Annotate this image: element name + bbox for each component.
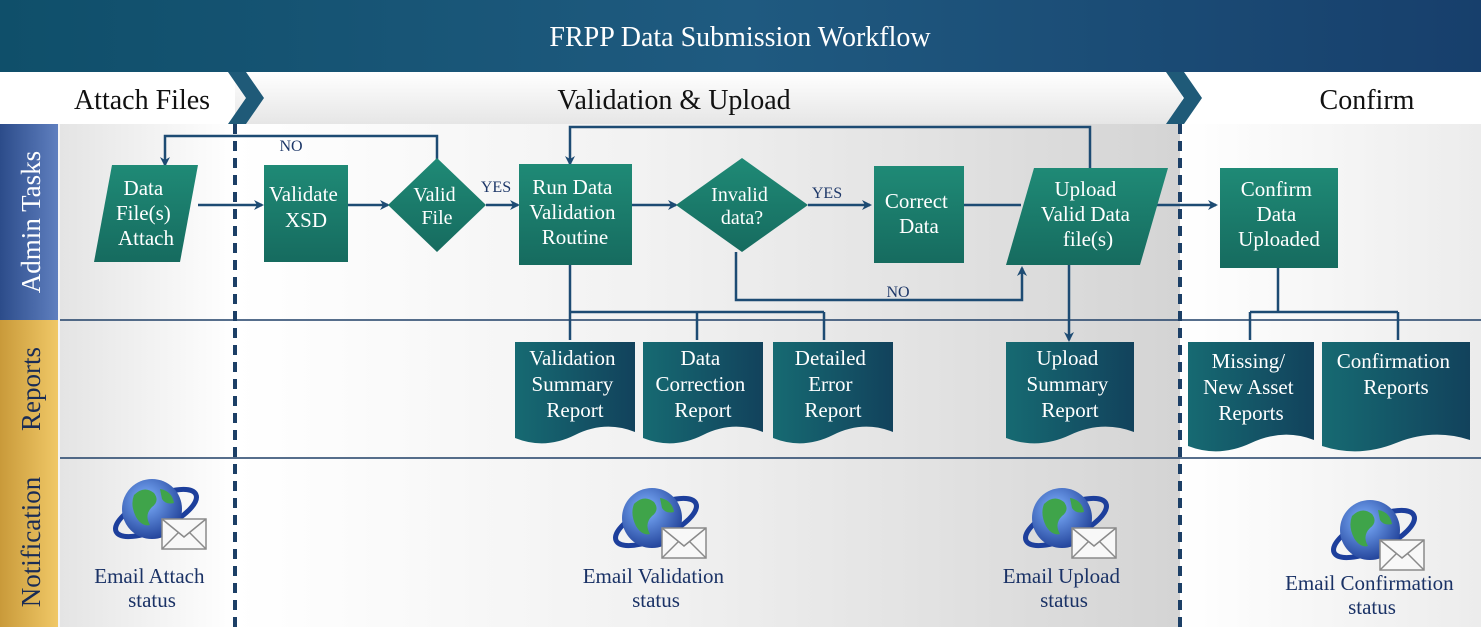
edge-label-no-top: NO <box>279 138 302 155</box>
step-run-data-validation <box>519 164 632 265</box>
notification-confirmation-label: Email Confirmation status <box>1285 571 1459 619</box>
step-data-file-attach <box>94 165 198 262</box>
notification-validation-label: Email Validation status <box>583 564 730 612</box>
globe-envelope-icon <box>613 488 707 559</box>
step-validate-xsd-label: Validate XSD <box>269 182 343 232</box>
report-validation-summary-label: Validation Summary Report <box>529 346 621 422</box>
report-confirmation-label: Confirmation Reports <box>1337 349 1455 399</box>
title-bar <box>0 0 1481 72</box>
step-correct-data-label: Correct Data <box>885 189 953 238</box>
step-correct-data <box>874 166 964 263</box>
lane-notification-label: Notification <box>16 476 46 607</box>
report-data-correction <box>643 342 763 444</box>
phase-confirm: Confirm <box>1320 85 1415 116</box>
report-confirmation <box>1322 342 1470 452</box>
report-validation-summary <box>515 342 635 444</box>
step-run-data-validation-label: Run Data Validation Routine <box>529 175 621 249</box>
lane-admin-tasks <box>0 124 58 320</box>
report-data-correction-label: Data Correction Report <box>655 346 750 422</box>
phase-attach-files: Attach Files <box>74 85 210 116</box>
globe-envelope-icon <box>1023 488 1117 559</box>
report-detailed-error-label: Detailed Error Report <box>795 346 871 422</box>
report-missing-new-asset-label: Missing/ New Asset Reports <box>1203 349 1299 425</box>
decision-invalid-data <box>676 158 808 252</box>
lane-notification <box>0 458 58 627</box>
step-upload-valid-data-label: Upload Valid Data file(s) <box>1041 177 1135 251</box>
notification-upload-label: Email Upload status <box>1003 564 1125 612</box>
phase-chevron-2 <box>1166 72 1202 124</box>
step-confirm-data-uploaded <box>1220 168 1338 268</box>
notification-attach-label: Email Attach status <box>94 564 209 612</box>
report-missing-new-asset <box>1188 342 1314 452</box>
lane-admin-label: Admin Tasks <box>16 151 46 293</box>
report-detailed-error <box>773 342 893 444</box>
phase-chevron-1 <box>228 72 264 124</box>
step-data-file-attach-label: Data File(s) Attach <box>116 176 176 250</box>
diagram-title: FRPP Data Submission Workflow <box>549 22 931 53</box>
lane-reports-label: Reports <box>16 347 46 431</box>
edge-label-yes-invalid: YES <box>812 185 842 202</box>
report-upload-summary <box>1006 342 1134 444</box>
phase-validation-upload: Validation & Upload <box>557 85 790 116</box>
decision-valid-file-label: Valid File <box>413 184 460 229</box>
decision-invalid-data-label: Invalid data? <box>711 184 773 229</box>
globe-envelope-icon <box>113 479 207 550</box>
decision-valid-file <box>388 158 486 252</box>
lane-reports <box>0 320 58 458</box>
edge-label-yes-valid: YES <box>481 179 511 196</box>
step-confirm-data-uploaded-label: Confirm Data Uploaded <box>1238 177 1320 251</box>
connectors <box>160 125 1400 342</box>
globe-envelope-icon <box>1331 500 1425 571</box>
step-validate-xsd <box>264 165 348 262</box>
edge-label-no-bottom: NO <box>886 284 909 301</box>
report-upload-summary-label: Upload Summary Report <box>1027 346 1114 422</box>
step-upload-valid-data <box>1006 168 1168 265</box>
